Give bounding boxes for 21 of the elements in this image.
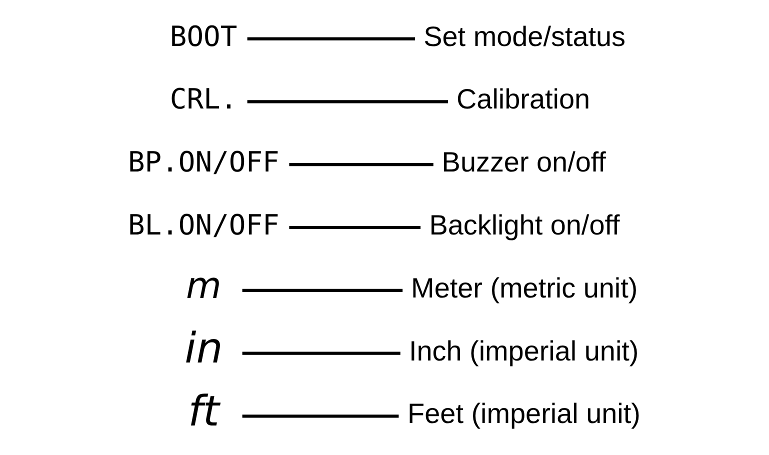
connector: [247, 100, 448, 104]
node-text: BP.ON/OFF: [128, 146, 280, 179]
node-text: BOOT: [170, 20, 238, 53]
node-text: Feet (imperial unit): [408, 398, 640, 430]
connector: [289, 226, 421, 230]
connector: [247, 37, 416, 40]
node-text: Inch (imperial unit): [408, 335, 639, 366]
connector: [289, 163, 434, 166]
node-text: Meter (metric unit): [411, 272, 638, 304]
node-text: CRL.: [170, 82, 238, 116]
node-text: BL.ON/OFF: [128, 208, 280, 242]
connector: [242, 352, 400, 355]
node-text: Buzzer on/off: [442, 146, 606, 178]
node-text: ft: [188, 386, 220, 436]
node-text: Backlight on/off: [429, 209, 620, 240]
node-text: m: [186, 264, 222, 307]
node-text: in: [184, 323, 223, 372]
node-text: Calibration: [456, 84, 590, 115]
node-text: Set mode/status: [424, 20, 626, 52]
connector: [242, 288, 403, 292]
connector: [242, 414, 399, 418]
